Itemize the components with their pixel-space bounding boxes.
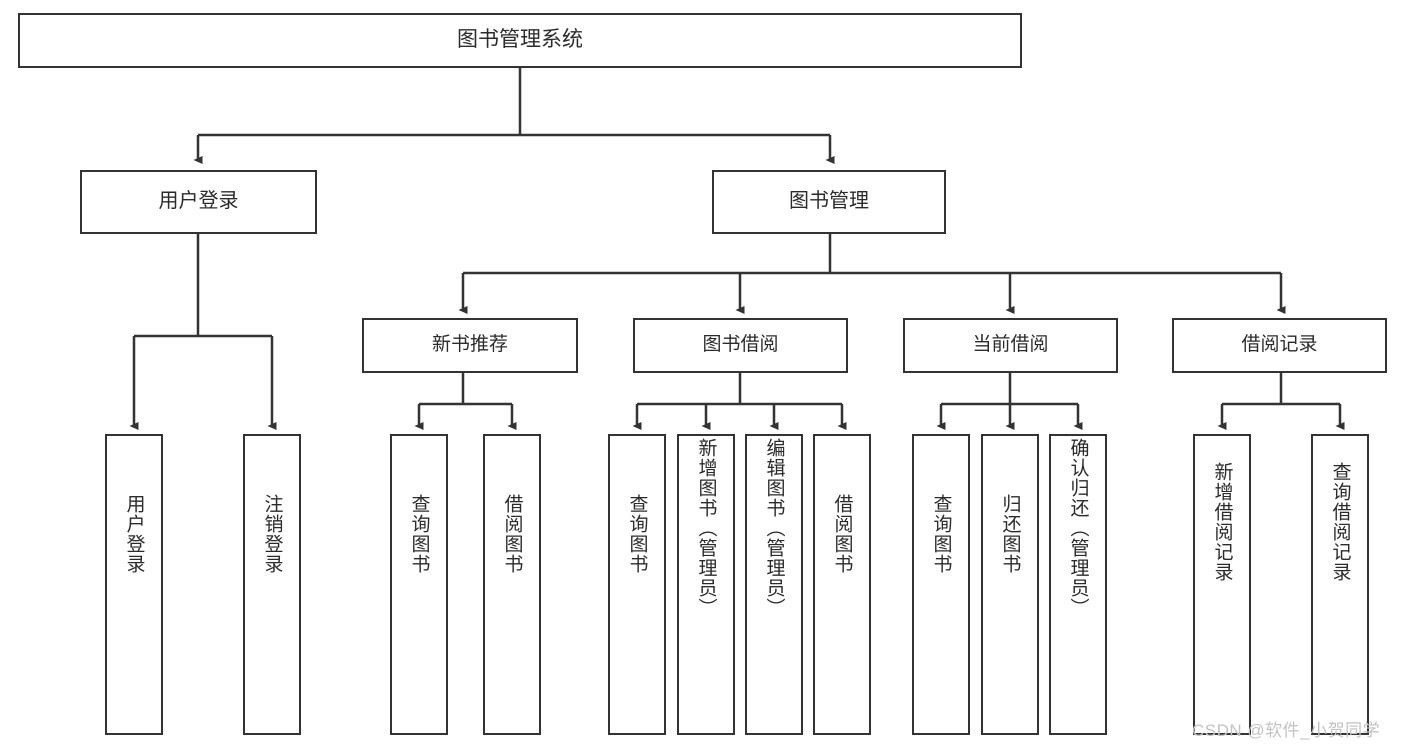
node-label: 图书借阅	[702, 334, 779, 356]
leaf-current-return-book[interactable]: 归还图书	[981, 434, 1039, 735]
leaf-record-add-borrow-record[interactable]: 新增借阅记录	[1193, 434, 1251, 735]
leaf-current-confirm-return-admin[interactable]: 确认归还（管理员）	[1049, 434, 1107, 735]
leaf-current-query-book[interactable]: 查询图书	[912, 434, 970, 735]
node-root-book-management-system[interactable]: 图书管理系统	[18, 13, 1022, 68]
node-label: 用户登录	[123, 494, 145, 574]
node-label: 确认归还（管理员）	[1067, 438, 1089, 618]
leaf-record-query-borrow-record[interactable]: 查询借阅记录	[1311, 434, 1369, 735]
node-label: 注销登录	[261, 494, 283, 574]
leaf-borrow-edit-book-admin[interactable]: 编辑图书（管理员）	[745, 434, 803, 735]
watermark-text: CSDN @软件_小贺同学	[1192, 721, 1381, 740]
node-label: 借阅图书	[831, 494, 853, 574]
node-label: 借阅图书	[501, 494, 523, 574]
node-label: 图书管理系统	[457, 28, 583, 52]
leaf-borrow-add-book-admin[interactable]: 新增图书（管理员）	[677, 434, 735, 735]
node-label: 查询图书	[626, 494, 648, 574]
node-book-management[interactable]: 图书管理	[712, 170, 946, 234]
node-label: 新增借阅记录	[1211, 462, 1233, 582]
node-new-book-recommendation[interactable]: 新书推荐	[362, 318, 578, 373]
node-current-borrowing[interactable]: 当前借阅	[903, 318, 1118, 373]
node-label: 查询图书	[930, 494, 952, 574]
node-label: 新书推荐	[431, 334, 508, 356]
csdn-watermark: CSDN @软件_小贺同学	[1192, 716, 1380, 741]
node-book-borrowing[interactable]: 图书借阅	[633, 318, 848, 373]
node-label: 查询图书	[408, 494, 430, 574]
node-label: 新增图书（管理员）	[695, 438, 717, 618]
node-label: 归还图书	[999, 494, 1021, 574]
node-user-login[interactable]: 用户登录	[80, 170, 317, 234]
leaf-user-login-login[interactable]: 用户登录	[105, 434, 163, 735]
node-label: 当前借阅	[972, 334, 1049, 356]
node-borrowing-records[interactable]: 借阅记录	[1172, 318, 1387, 373]
node-label: 用户登录	[158, 190, 239, 213]
leaf-new-book-query-book[interactable]: 查询图书	[390, 434, 448, 735]
leaf-borrow-query-book[interactable]: 查询图书	[608, 434, 666, 735]
leaf-new-book-borrow-book[interactable]: 借阅图书	[483, 434, 541, 735]
node-label: 查询借阅记录	[1329, 462, 1351, 582]
node-label: 借阅记录	[1241, 334, 1318, 356]
leaf-user-login-logout[interactable]: 注销登录	[243, 434, 301, 735]
node-label: 编辑图书（管理员）	[763, 438, 785, 618]
leaf-borrow-borrow-book[interactable]: 借阅图书	[813, 434, 871, 735]
node-label: 图书管理	[789, 190, 869, 213]
